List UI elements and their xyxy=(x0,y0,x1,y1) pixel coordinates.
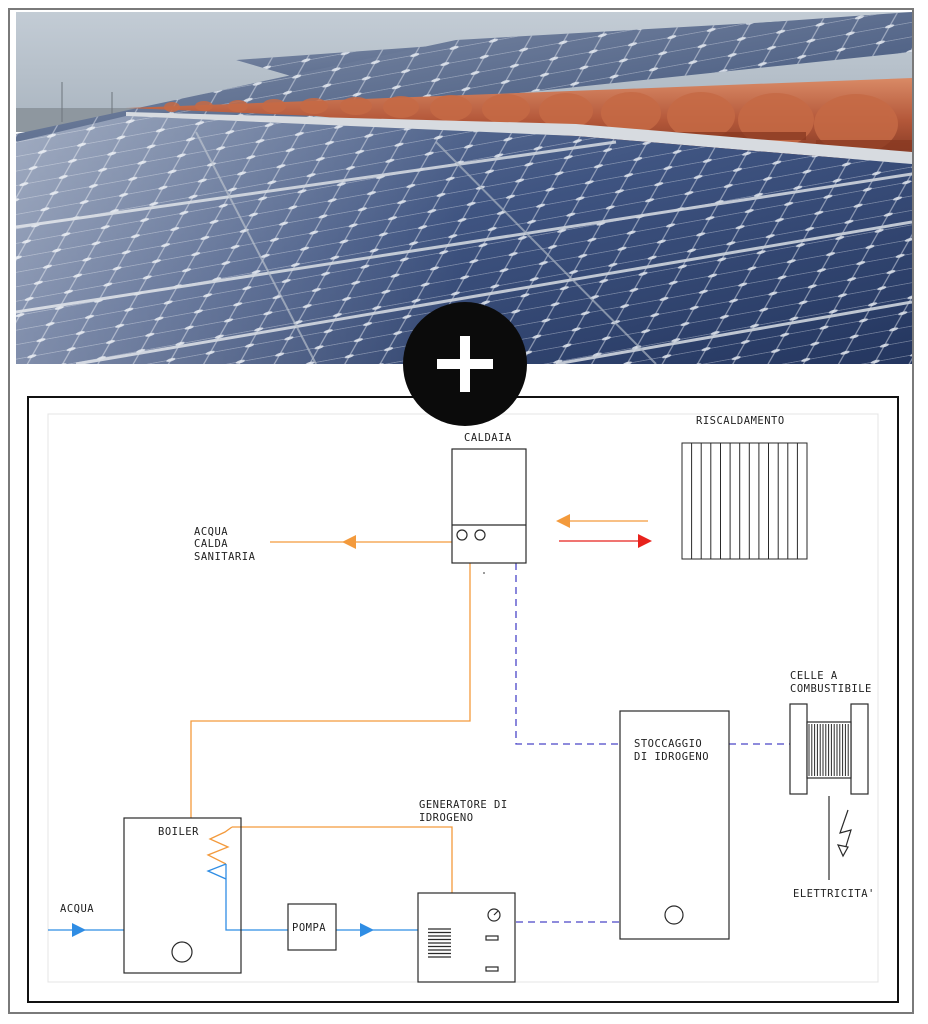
pump-box xyxy=(287,903,337,951)
pump-outlet-arrow xyxy=(360,923,374,937)
label-generatore-1: GENERATORE DI xyxy=(419,799,508,811)
fuel-cell-plates xyxy=(808,724,849,776)
label-pompa: POMPA xyxy=(292,922,326,934)
hot-water-pipes xyxy=(190,520,648,893)
generator-vent-grille xyxy=(428,928,451,958)
label-stoccaggio-2: DI IDROGENO xyxy=(634,751,709,763)
caldaia-unit xyxy=(451,448,527,564)
solar-panels-on-tiled-roof-photo xyxy=(16,12,912,364)
hydrogen-generator xyxy=(417,892,516,983)
heating-return-arrow xyxy=(556,514,570,528)
outer-frame xyxy=(8,8,914,1014)
cold-water-inlet-arrow xyxy=(72,923,86,937)
hot-water-arrow xyxy=(342,535,356,549)
label-acqua-calda-3: SANITARIA xyxy=(194,551,256,563)
label-caldaia: CALDAIA xyxy=(464,432,512,444)
label-celle-1: CELLE A xyxy=(790,670,838,682)
label-riscaldamento: RISCALDAMENTO xyxy=(696,415,785,427)
label-acqua-calda-2: CALDA xyxy=(194,538,228,550)
label-celle-2: COMBUSTIBILE xyxy=(790,683,872,695)
boiler-tank xyxy=(123,817,242,974)
boiler-heat-exchanger-coil xyxy=(206,826,233,880)
radiator-icon xyxy=(681,442,808,560)
caldaia-dot xyxy=(483,572,485,574)
label-elettricita: ELETTRICITA' xyxy=(793,888,875,900)
hydrogen-lines xyxy=(515,563,790,923)
label-acqua-inlet: ACQUA xyxy=(60,903,94,915)
electricity-icon xyxy=(828,796,852,880)
label-boiler: BOILER xyxy=(158,826,199,838)
label-generatore-2: IDROGENO xyxy=(419,812,474,824)
heating-supply-arrow xyxy=(638,534,652,548)
hydrogen-storage-tank xyxy=(619,710,730,940)
label-stoccaggio-1: STOCCAGGIO xyxy=(634,738,702,750)
label-acqua-calda-1: ACQUA xyxy=(194,526,228,538)
